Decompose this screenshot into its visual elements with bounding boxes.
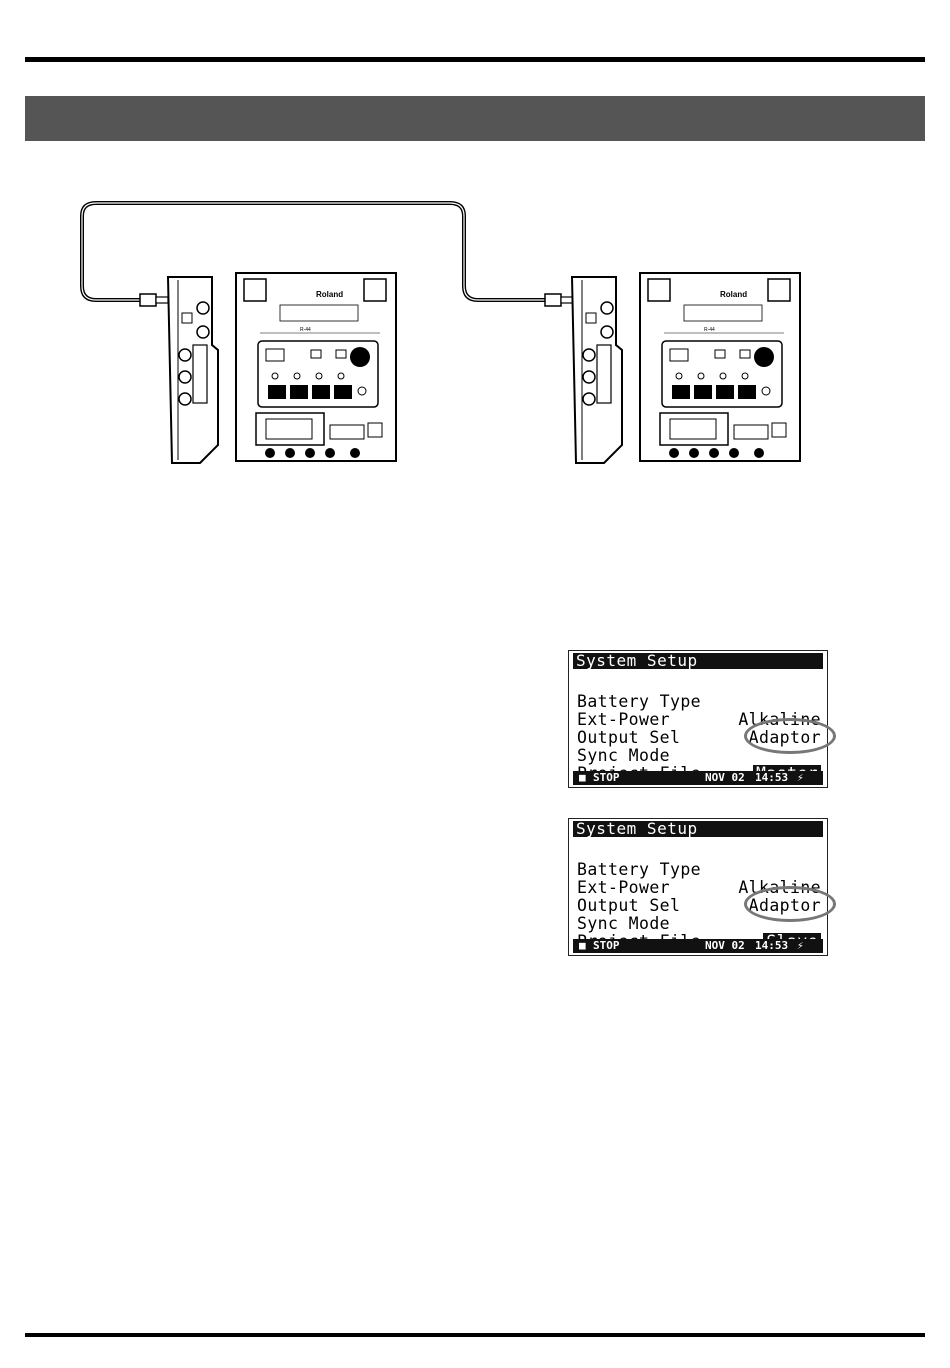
lcd-status-bar: ■ STOP NOV 02 14:53 ⚡ [573, 771, 823, 785]
lcd-status-time: 14:53 [755, 939, 789, 952]
lcd-row-label: Battery Type [577, 692, 702, 711]
svg-text:R-44: R-44 [300, 327, 311, 333]
plug-left [139, 293, 169, 307]
recorder-left: Roland R-44 [166, 272, 397, 464]
lcd-status-date: NOV 02 [705, 771, 745, 784]
highlight-ring [744, 886, 836, 922]
lcd-row: Output Sel [577, 711, 821, 747]
lcd-row-label: Ext-Power [577, 710, 671, 729]
lcd-title: System Setup [573, 653, 823, 669]
lcd-status-state: STOP [593, 771, 620, 784]
lcd-row: Battery Type Alkaline [577, 843, 821, 897]
power-plug-icon: ⚡ [797, 771, 804, 784]
lcd-row-label: Battery Type [577, 860, 702, 879]
lcd-row: Ext-Power Adaptor [577, 861, 821, 915]
highlight-ring [744, 718, 836, 754]
lcd-row: Battery Type Alkaline [577, 675, 821, 729]
svg-text:Roland: Roland [720, 290, 747, 299]
plug-right [544, 293, 574, 307]
lcd-row-label: Sync Mode [577, 746, 671, 765]
lcd-row-label: Ext-Power [577, 878, 671, 897]
lcd-row: Ext-Power Adaptor [577, 693, 821, 747]
lcd-status-state: STOP [593, 939, 620, 952]
lcd-status-date: NOV 02 [705, 939, 745, 952]
lcd-title: System Setup [573, 821, 823, 837]
connection-diagram: Roland R-44 [80, 201, 801, 464]
recorder-right: Roland R-44 [570, 272, 801, 464]
lcd-row-label: Output Sel [577, 896, 681, 915]
stop-icon: ■ [579, 771, 586, 784]
lcd-row: Output Sel [577, 879, 821, 915]
lcd-screen-slave: System Setup Battery Type Alkaline Ext-P… [568, 818, 828, 956]
top-rule [25, 57, 925, 62]
svg-text:R-44: R-44 [704, 327, 715, 333]
stop-icon: ■ [579, 939, 586, 952]
bottom-rule [25, 1333, 925, 1337]
section-banner [25, 96, 925, 141]
lcd-row-label: Output Sel [577, 728, 681, 747]
lcd-status-time: 14:53 [755, 771, 789, 784]
lcd-row-label: Sync Mode [577, 914, 671, 933]
lcd-status-bar: ■ STOP NOV 02 14:53 ⚡ [573, 939, 823, 953]
svg-text:Roland: Roland [316, 290, 343, 299]
power-plug-icon: ⚡ [797, 939, 804, 952]
